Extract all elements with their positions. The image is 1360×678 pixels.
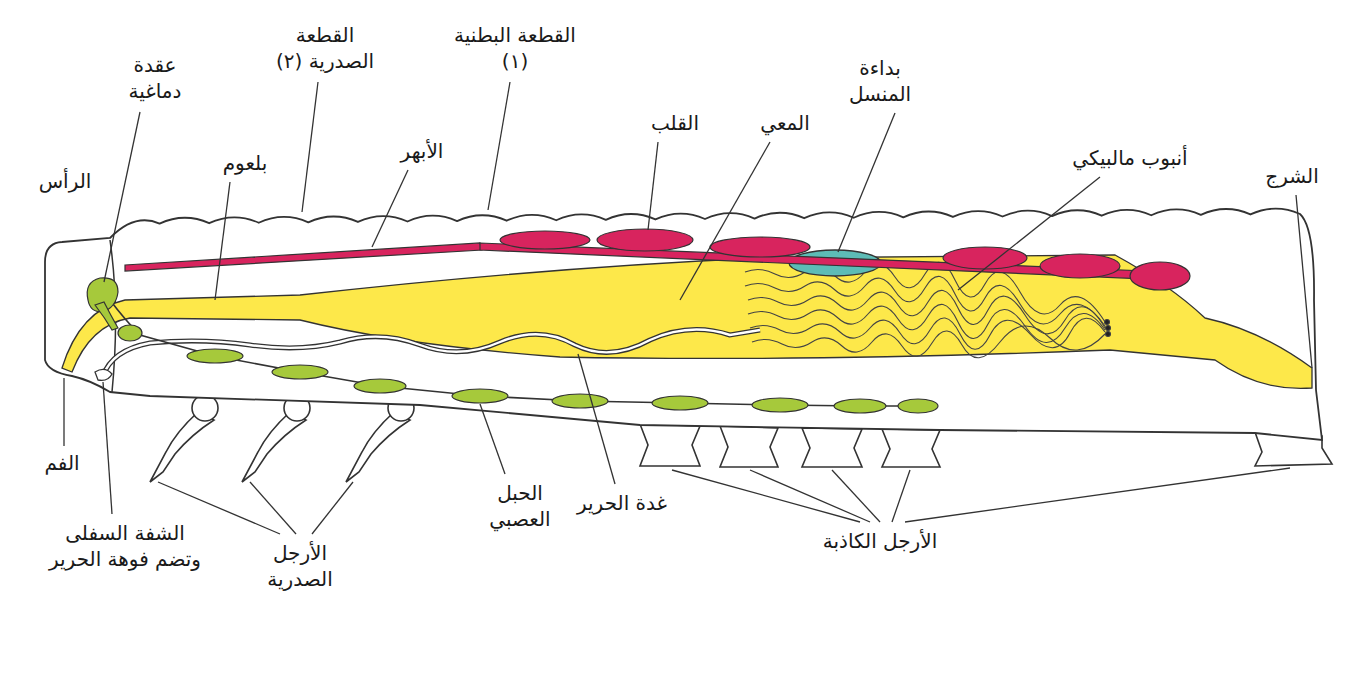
leader-line: [302, 82, 318, 212]
leader-line: [680, 142, 770, 300]
leader-lines: [64, 82, 1312, 534]
leader-line: [958, 177, 1100, 290]
leader-line: [672, 470, 860, 522]
silk-gland: [103, 330, 760, 376]
body-outline: [45, 209, 1322, 440]
malpighian-tubules: [745, 262, 1111, 357]
part-label: أنبوب مالبيكي: [1030, 145, 1230, 171]
thoracic-leg: [150, 395, 218, 482]
leader-line: [648, 142, 658, 230]
leader-line: [838, 113, 895, 252]
leader-line: [892, 470, 910, 522]
leader-line: [750, 470, 870, 522]
leader-line: [250, 482, 296, 534]
proleg: [720, 426, 778, 467]
part-label: الشفة السفلى وتضم فوهة الحرير: [45, 520, 205, 572]
leader-line: [1296, 195, 1312, 368]
leader-line: [215, 182, 230, 300]
proleg: [882, 429, 940, 467]
part-label: القطعة البطنية (١): [450, 22, 580, 74]
part-label: القلب: [630, 110, 720, 136]
leader-line: [104, 112, 140, 282]
silk-gland: [103, 330, 760, 376]
leader-line: [372, 170, 408, 247]
part-label: الأرجل الصدرية: [245, 540, 355, 592]
part-label: الأرجل الكاذبة: [780, 528, 980, 554]
part-label: المعي: [740, 110, 830, 136]
part-label: الرأس: [20, 168, 110, 194]
leader-line: [578, 354, 615, 484]
part-label: الحبل العصبي: [465, 480, 575, 532]
part-label: بلعوم: [200, 150, 290, 176]
part-label: بداءة المنسل: [830, 55, 930, 107]
leader-line: [832, 470, 880, 522]
leader-line: [905, 468, 1290, 522]
proleg: [802, 428, 862, 467]
leader-line: [312, 482, 353, 534]
part-label: الأبهر: [377, 138, 467, 164]
leader-line: [480, 404, 505, 474]
thoracic-leg: [346, 395, 414, 482]
part-label: الفم: [27, 450, 97, 476]
part-label: القطعة الصدرية (٢): [260, 22, 390, 74]
leader-line: [63, 378, 64, 446]
heart-aorta: [125, 229, 1190, 290]
part-label: الشرج: [1252, 163, 1332, 189]
proleg: [640, 424, 700, 466]
part-label: عقدة دماغية: [110, 52, 200, 104]
leader-line: [488, 82, 510, 210]
thoracic-leg: [242, 395, 310, 482]
lower-lip: [95, 369, 112, 380]
part-label: غدة الحرير: [572, 490, 672, 516]
leader-line: [103, 382, 112, 514]
